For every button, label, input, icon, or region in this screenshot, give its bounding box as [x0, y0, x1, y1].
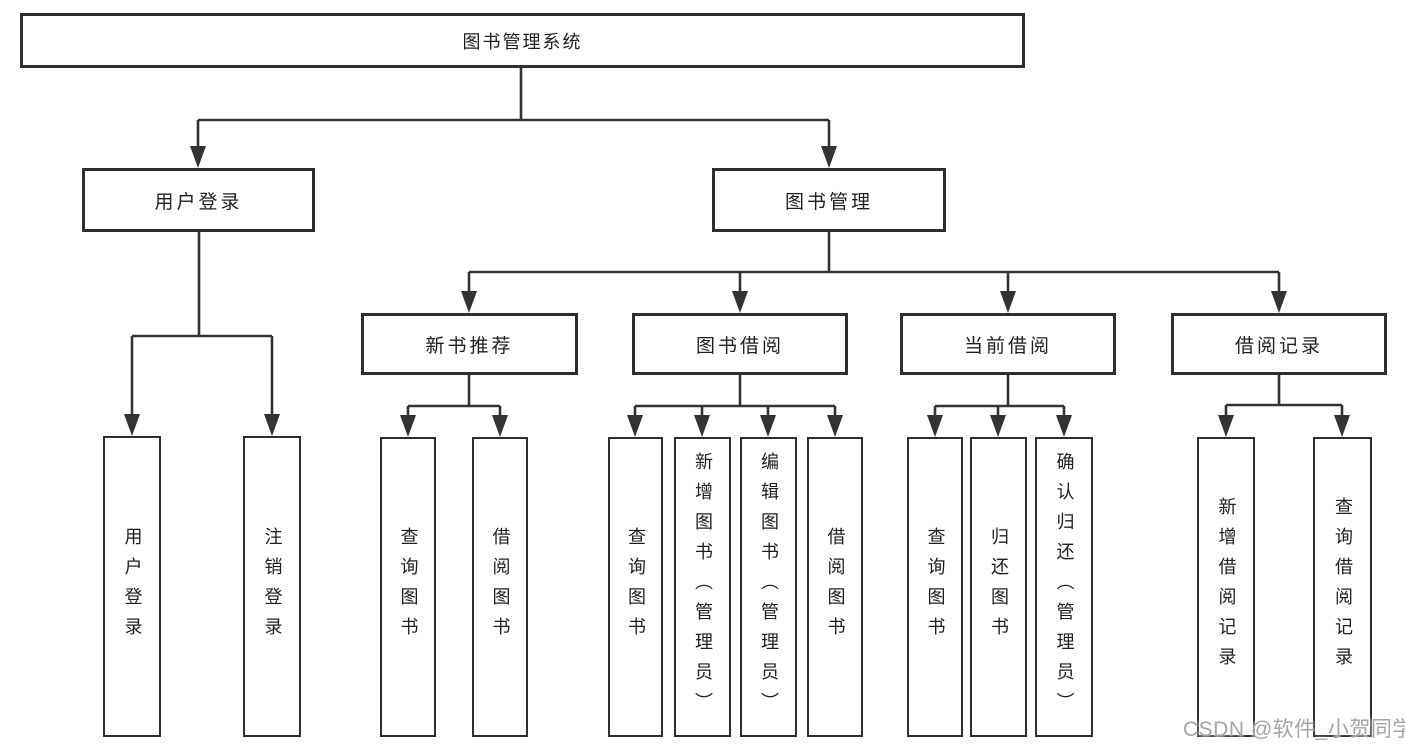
leaf-logout-label: 注销登录: [262, 526, 283, 647]
leaf-query-books-borrow: 查询图书: [608, 437, 663, 737]
leaf-edit-book-admin: 编辑图书（管理员）: [740, 437, 797, 737]
leaf-query-borrow-record-label: 查询借阅记录: [1332, 497, 1353, 677]
leaf-confirm-return-admin: 确认归还（管理员）: [1035, 437, 1093, 737]
node-root: 图书管理系统: [20, 13, 1025, 68]
leaf-query-books-borrow-label: 查询图书: [625, 527, 646, 647]
leaf-add-borrow-record: 新增借阅记录: [1197, 437, 1255, 737]
node-current-borrow: 当前借阅: [900, 313, 1116, 375]
leaf-query-books-recommend-label: 查询图书: [398, 527, 419, 647]
leaf-query-books-current: 查询图书: [907, 437, 963, 737]
leaf-borrow-books-label: 借阅图书: [825, 527, 846, 647]
leaf-borrow-books: 借阅图书: [807, 437, 863, 737]
leaf-query-books-recommend: 查询图书: [380, 437, 436, 737]
connector-user-login-to-leaves: [130, 232, 274, 420]
node-user-login: 用户登录: [82, 168, 315, 232]
connector-new-books-to-leaves: [406, 375, 502, 420]
node-borrow-records: 借阅记录: [1171, 313, 1387, 375]
leaf-return-book-label: 归还图书: [988, 527, 1009, 647]
leaf-return-book: 归还图书: [970, 437, 1027, 737]
node-book-borrow: 图书借阅: [632, 313, 848, 375]
leaf-add-book-admin: 新增图书（管理员）: [674, 437, 731, 737]
leaf-query-books-current-label: 查询图书: [925, 527, 946, 647]
connector-borrow-records-to-leaves: [1224, 375, 1344, 420]
connector-current-borrow-to-leaves: [933, 375, 1066, 420]
leaf-add-borrow-record-label: 新增借阅记录: [1216, 497, 1237, 677]
watermark: CSDN @软件_小贺同学: [1183, 718, 1405, 741]
leaf-logout: 注销登录: [243, 436, 301, 737]
leaf-query-borrow-record: 查询借阅记录: [1313, 437, 1372, 737]
leaf-edit-book-admin-label: 编辑图书（管理员）: [758, 452, 779, 722]
leaf-user-login-label: 用户登录: [122, 526, 143, 647]
connector-book-borrow-to-leaves: [633, 375, 837, 420]
leaf-borrow-books-recommend: 借阅图书: [472, 437, 528, 737]
node-book-management: 图书管理: [712, 168, 946, 232]
connector-book-management-to-level3: [467, 232, 1281, 294]
node-new-book-recommend: 新书推荐: [361, 313, 578, 375]
leaf-user-login: 用户登录: [103, 436, 161, 737]
connector-root-to-level2: [196, 68, 831, 150]
leaf-add-book-admin-label: 新增图书（管理员）: [692, 452, 713, 722]
leaf-confirm-return-admin-label: 确认归还（管理员）: [1054, 452, 1075, 722]
leaf-borrow-books-recommend-label: 借阅图书: [490, 527, 511, 647]
